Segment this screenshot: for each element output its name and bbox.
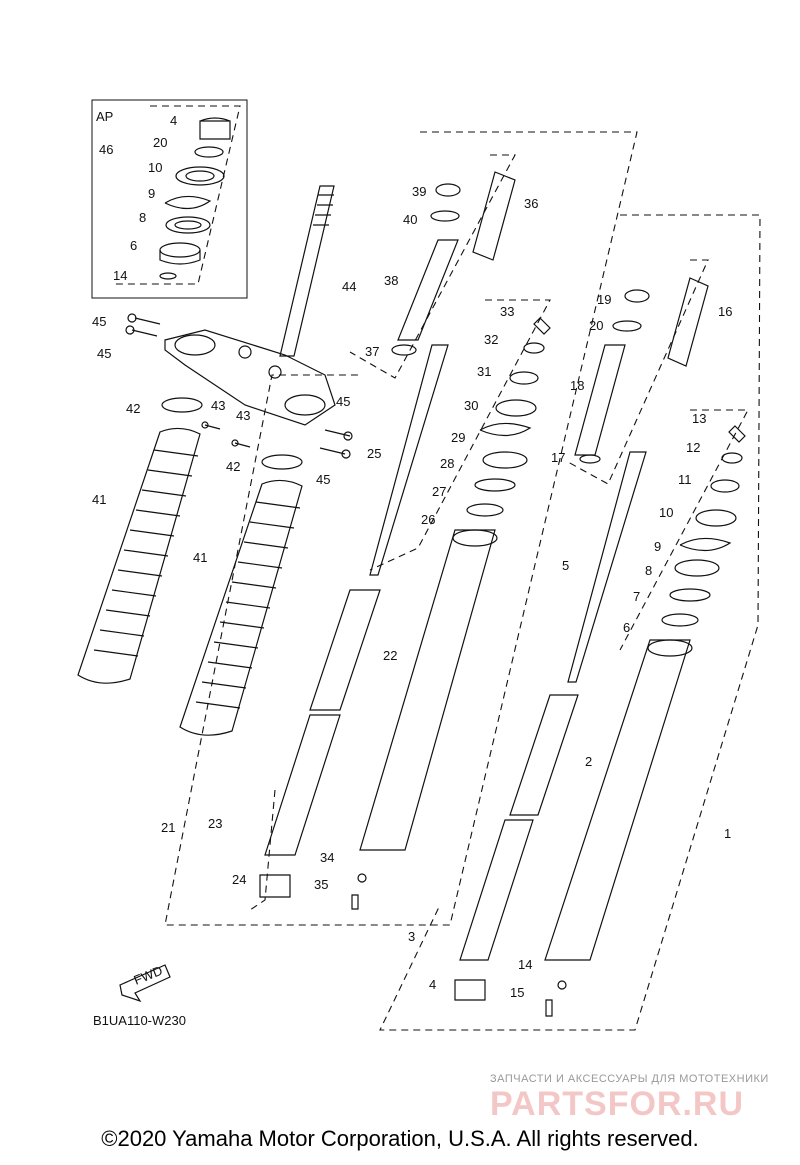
callout-label: 30 — [464, 398, 478, 413]
left-cap-outline — [349, 154, 516, 379]
callout-label: 33 — [500, 304, 514, 319]
callout-label: 18 — [570, 378, 584, 393]
left-fork-parts — [259, 171, 551, 910]
callout-label: 8 — [139, 210, 146, 225]
callout-label: 14 — [518, 957, 532, 972]
callout-label: 4 — [170, 113, 177, 128]
callout-label: 22 — [383, 648, 397, 663]
callout-label: 17 — [551, 450, 565, 465]
callout-label: 28 — [440, 456, 454, 471]
callout-label: 32 — [484, 332, 498, 347]
callout-label: 19 — [597, 292, 611, 307]
callout-label: 45 — [92, 314, 106, 329]
left-slider-outline — [249, 789, 276, 911]
callout-label: 34 — [320, 850, 334, 865]
callout-label: 3 — [408, 929, 415, 944]
callout-label: 45 — [336, 394, 350, 409]
callout-label: 25 — [367, 446, 381, 461]
callout-label: 38 — [384, 273, 398, 288]
callout-label: 40 — [403, 212, 417, 227]
left-damper-outline — [369, 299, 551, 571]
callout-label: 24 — [232, 872, 246, 887]
callout-label: 21 — [161, 820, 175, 835]
ap-inset-box — [91, 99, 248, 299]
callout-label: 45 — [97, 346, 111, 361]
under-bracket — [164, 329, 336, 426]
fork-boot-left — [77, 427, 201, 684]
callout-label: 5 — [562, 558, 569, 573]
callout-label: 41 — [92, 492, 106, 507]
callout-label: 10 — [659, 505, 673, 520]
callout-label: 16 — [718, 304, 732, 319]
callout-label: 37 — [365, 344, 379, 359]
callout-label: 31 — [477, 364, 491, 379]
callout-label: 12 — [686, 440, 700, 455]
fork-boot-right — [179, 479, 303, 736]
callout-label: 7 — [633, 589, 640, 604]
copyright-notice: ©2020 Yamaha Motor Corporation, U.S.A. A… — [101, 1126, 699, 1151]
callout-label: 46 — [99, 142, 113, 157]
callout-label: 26 — [421, 512, 435, 527]
ap-kit-parts — [159, 117, 231, 280]
callout-label: 29 — [451, 430, 465, 445]
callout-label: 10 — [148, 160, 162, 175]
watermark-brand: PARTSFOR.RU — [490, 1085, 744, 1123]
callout-label: 43 — [236, 408, 250, 423]
callout-label: 9 — [148, 186, 155, 201]
callout-label: 11 — [678, 472, 692, 487]
svg-text:FWD: FWD — [132, 963, 165, 988]
watermark-tagline: ЗАПЧАСТИ И АКСЕССУАРЫ ДЛЯ МОТОТЕХНИКИ — [490, 1073, 769, 1085]
left-fork-outline — [164, 131, 638, 926]
callout-label: 14 — [113, 268, 127, 283]
callout-label: 36 — [524, 196, 538, 211]
callout-label: 13 — [692, 411, 706, 426]
fwd-arrow: FWD — [119, 963, 171, 1003]
callout-label: 42 — [126, 401, 140, 416]
boot-clamps — [161, 397, 303, 470]
callout-label: 4 — [429, 977, 436, 992]
callout-label: 23 — [208, 816, 222, 831]
callout-label: 45 — [316, 472, 330, 487]
callout-label: 20 — [153, 135, 167, 150]
callout-label: 15 — [510, 985, 524, 1000]
callout-label: 6 — [130, 238, 137, 253]
right-fork-parts — [454, 277, 746, 1017]
diagram-code: B1UA110-W230 — [93, 1013, 186, 1028]
callout-label: 39 — [412, 184, 426, 199]
steering-stem — [279, 185, 335, 357]
callout-label: 43 — [211, 398, 225, 413]
bolts — [125, 313, 353, 459]
right-fork-outline — [379, 214, 761, 1031]
callout-label: 35 — [314, 877, 328, 892]
callout-label: 8 — [645, 563, 652, 578]
callout-label: 2 — [585, 754, 592, 769]
callout-label: 20 — [589, 318, 603, 333]
callout-label: 27 — [432, 484, 446, 499]
ap-kit-outline — [112, 105, 241, 285]
callout-label: 42 — [226, 459, 240, 474]
callout-label: 6 — [623, 620, 630, 635]
callout-label: 9 — [654, 539, 661, 554]
callout-label: 41 — [193, 550, 207, 565]
ap-label: AP — [96, 109, 113, 124]
callout-label: 44 — [342, 279, 356, 294]
callout-label: 1 — [724, 826, 731, 841]
